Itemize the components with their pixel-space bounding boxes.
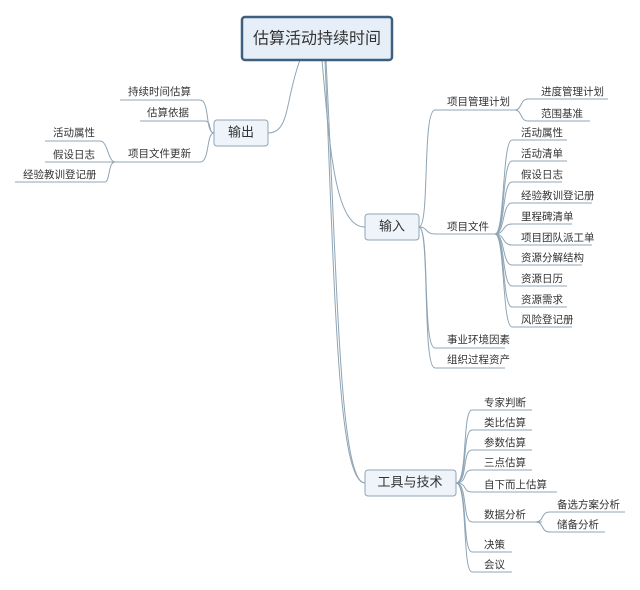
tool-item[interactable]: 自下而上估算 — [484, 478, 547, 491]
doc-update-item[interactable]: 假设日志 — [53, 148, 95, 161]
tool-item[interactable]: 专家判断 — [484, 396, 526, 409]
doc-update-item[interactable]: 活动属性 — [53, 126, 95, 139]
tool-item[interactable]: 三点估算 — [484, 456, 526, 469]
tools-node[interactable]: 工具与技术 — [364, 469, 457, 497]
plan-item[interactable]: 范围基准 — [541, 107, 583, 120]
tool-item[interactable]: 参数估算 — [484, 436, 526, 449]
data-analysis-item[interactable]: 储备分析 — [557, 518, 599, 531]
output-node[interactable]: 输出 — [213, 119, 269, 147]
project-doc-item[interactable]: 活动清单 — [521, 147, 563, 160]
output-item[interactable]: 持续时间估算 — [128, 85, 191, 98]
plan-item[interactable]: 进度管理计划 — [541, 85, 604, 98]
tool-item[interactable]: 类比估算 — [484, 416, 526, 429]
input-item[interactable]: 项目管理计划 — [447, 95, 510, 108]
input-item[interactable]: 事业环境因素 — [447, 333, 510, 346]
project-doc-item[interactable]: 资源日历 — [521, 272, 563, 285]
project-doc-item[interactable]: 假设日志 — [521, 168, 563, 181]
tool-item[interactable]: 会议 — [484, 558, 505, 571]
input-item[interactable]: 组织过程资产 — [447, 353, 510, 366]
input-item[interactable]: 项目文件 — [447, 220, 489, 233]
input-label: 输入 — [379, 219, 405, 235]
root-node[interactable]: 估算活动持续时间 — [240, 15, 394, 62]
output-label: 输出 — [228, 125, 254, 141]
output-item[interactable]: 项目文件更新 — [128, 147, 191, 160]
tools-label: 工具与技术 — [377, 476, 442, 491]
project-doc-item[interactable]: 里程碑清单 — [521, 210, 574, 223]
doc-update-item[interactable]: 经验教训登记册 — [23, 168, 97, 181]
root-label: 估算活动持续时间 — [253, 29, 381, 48]
project-doc-item[interactable]: 经验教训登记册 — [521, 189, 595, 202]
data-analysis-item[interactable]: 备选方案分析 — [557, 498, 620, 511]
output-item[interactable]: 估算依据 — [147, 106, 189, 119]
tool-item[interactable]: 数据分析 — [484, 508, 526, 521]
project-doc-item[interactable]: 项目团队派工单 — [521, 231, 595, 244]
connectors — [15, 59, 625, 573]
project-doc-item[interactable]: 资源分解结构 — [521, 251, 584, 264]
project-doc-item[interactable]: 活动属性 — [521, 126, 563, 139]
project-doc-item[interactable]: 风险登记册 — [521, 313, 574, 326]
tool-item[interactable]: 决策 — [484, 538, 505, 551]
input-node[interactable]: 输入 — [364, 213, 420, 241]
project-doc-item[interactable]: 资源需求 — [521, 293, 563, 306]
